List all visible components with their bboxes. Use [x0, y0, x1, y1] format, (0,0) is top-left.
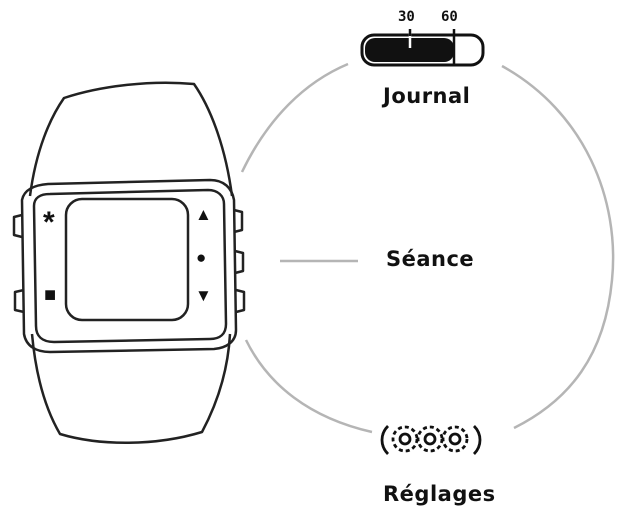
gear-left-icon	[391, 425, 419, 453]
watch-strap-top	[28, 81, 234, 197]
watch-strap-bottom	[30, 333, 232, 445]
gears-bracket-right	[472, 425, 482, 455]
journal-label[interactable]: Journal	[383, 84, 471, 108]
gear-middle-icon	[416, 425, 444, 453]
journal-bar-icon	[360, 29, 485, 67]
watch-side-button-left-bottom	[13, 288, 25, 314]
arc-top-left	[240, 62, 349, 173]
journal-scale-30: 30	[398, 9, 415, 25]
menu-circle	[240, 62, 615, 434]
watch-side-button-right-bottom	[235, 288, 246, 314]
ok-button-symbol: ●	[196, 248, 207, 267]
watch-case	[20, 178, 238, 354]
watch-bezel	[32, 188, 228, 344]
gears-icon	[380, 425, 482, 455]
watch-screen	[64, 197, 190, 322]
watch-icon	[12, 81, 246, 445]
light-button-symbol: *	[43, 206, 55, 239]
down-button-symbol: ▼	[195, 286, 212, 305]
reglages-label[interactable]: Réglages	[383, 482, 496, 506]
journal-bar-fill	[365, 38, 455, 62]
up-button-symbol: ▲	[195, 205, 212, 224]
stop-button-symbol: ■	[44, 284, 57, 306]
journal-scale-60: 60	[441, 9, 458, 25]
arc-bottom-left	[244, 339, 373, 434]
arc-top-right	[501, 64, 615, 430]
watch-side-button-right-mid	[234, 249, 245, 275]
seance-label[interactable]: Séance	[386, 247, 475, 271]
gear-right-icon	[441, 425, 469, 453]
watch-side-button-left-top	[12, 213, 23, 239]
gears-bracket-left	[380, 425, 390, 455]
watch-side-button-right-top	[233, 208, 244, 234]
